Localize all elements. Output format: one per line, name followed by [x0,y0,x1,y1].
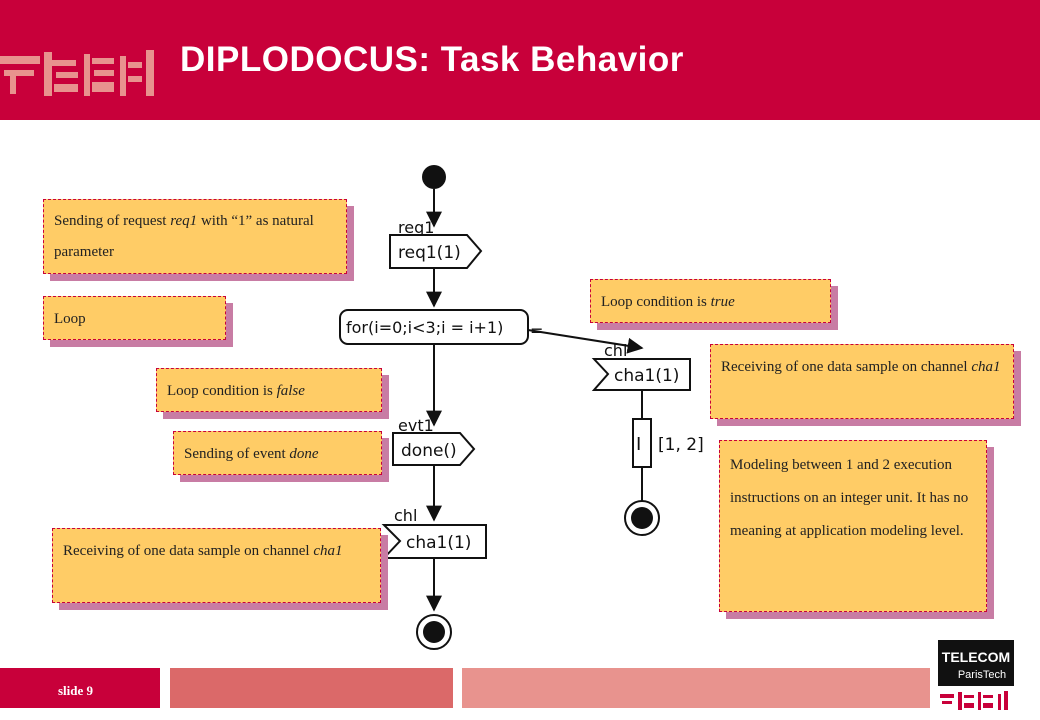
event-send-action [392,432,476,466]
note-receive-left: Receiving of one data sample on channel … [52,528,381,603]
req-send-action [389,234,483,269]
telecom-paristech-logo: TELECOM ParisTech [938,640,1014,710]
evt-channel-label: evt1 [398,416,434,435]
institution-logo [0,50,154,96]
stop-node-right [631,507,653,529]
footer-bar-red [0,668,160,708]
receive-right-label: cha1(1) [614,366,679,386]
receive-left-label: cha1(1) [406,533,471,553]
chl-right-label: chl [604,341,627,360]
event-action-label: done() [401,441,457,461]
req-action-label: req1(1) [398,243,461,263]
stop-node-left [423,621,445,643]
edge-loop-true [527,329,644,354]
exec-range-label: [1, 2] [658,435,704,455]
note-loop-true: Loop condition is true [590,279,831,323]
note-modeling: Modeling between 1 and 2 execution instr… [719,440,987,612]
logo-line2: ParisTech [958,669,1006,681]
exec-symbol: I [636,434,641,455]
note-loop: Loop [43,296,226,340]
note-loop-false: Loop condition is false [156,368,382,412]
req-channel-label: req1 [398,218,434,237]
logo-line1: TELECOM [942,649,1010,665]
slide-number: slide 9 [58,683,94,698]
note-send-request: Sending of request req1 with “1” as natu… [43,199,347,274]
footer-bar-mid [170,668,453,708]
note-send-event: Sending of event done [173,431,382,475]
note-receive-right: Receiving of one data sample on channel … [710,344,1014,419]
loop-label: for(i=0;i<3;i = i+1) [346,318,503,337]
chl-left-label: chl [394,506,417,525]
footer-bar-light [462,668,930,708]
header-bar: DIPLODOCUS: Task Behavior [0,0,1040,120]
start-node [422,165,446,189]
page-title: DIPLODOCUS: Task Behavior [180,40,684,79]
